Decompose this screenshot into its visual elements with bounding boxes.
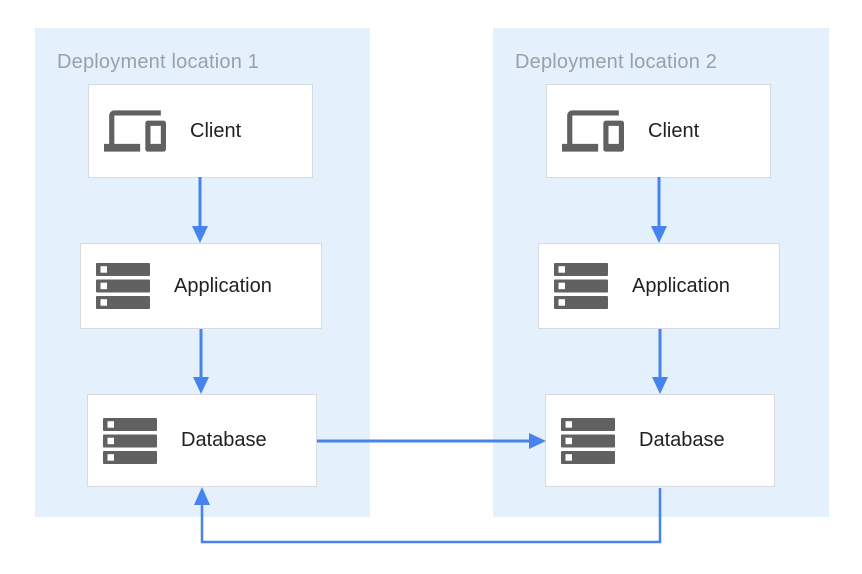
node-client-2: Client — [546, 84, 771, 178]
node-application-1: Application — [80, 243, 322, 329]
server-stack-icon — [561, 417, 615, 464]
node-label: Database — [639, 429, 725, 451]
node-database-2: Database — [545, 394, 775, 487]
node-label: Application — [174, 274, 272, 297]
deployment-location-2-panel: Deployment location 2 Client A — [493, 28, 829, 517]
deployment-location-1-panel: Deployment location 1 Client A — [35, 28, 370, 517]
devices-icon — [104, 105, 166, 157]
node-label: Application — [632, 274, 730, 297]
node-label: Database — [181, 429, 267, 451]
devices-icon — [562, 105, 624, 157]
node-application-2: Application — [538, 243, 780, 329]
deployment-location-2-title: Deployment location 2 — [515, 51, 718, 73]
node-label: Client — [190, 119, 242, 142]
server-stack-icon — [96, 263, 150, 309]
deployment-location-1-title: Deployment location 1 — [57, 51, 260, 73]
node-label: Client — [648, 119, 700, 142]
server-stack-icon — [103, 417, 157, 464]
node-client-1: Client — [88, 84, 313, 178]
node-database-1: Database — [87, 394, 317, 487]
server-stack-icon — [554, 263, 608, 309]
